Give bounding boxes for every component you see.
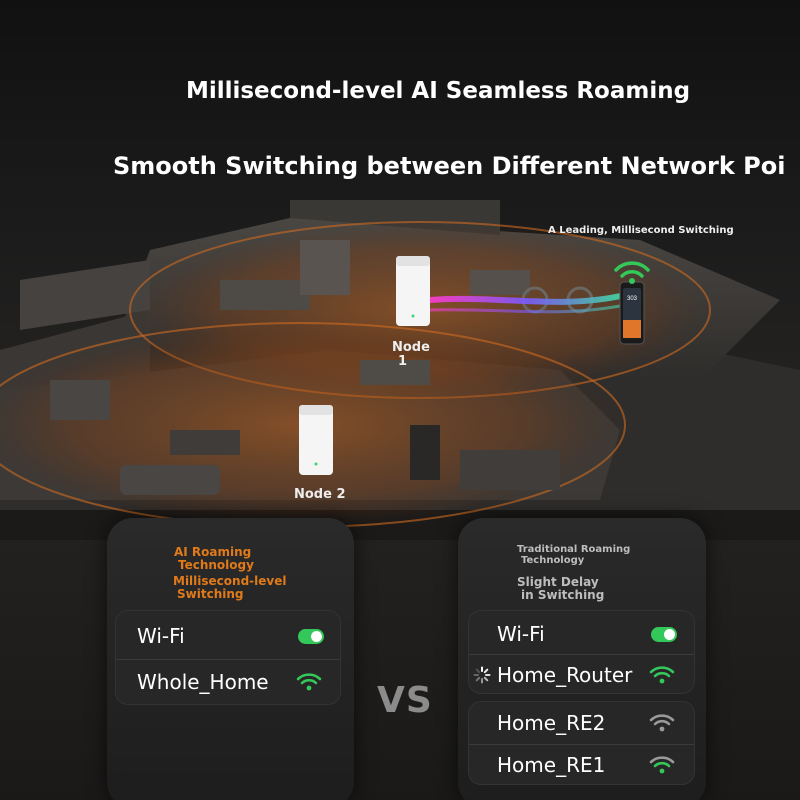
node-1-label-text: Node [392,340,430,355]
traditional-line4: in Switching [521,588,605,602]
vs-label: VS [377,680,433,721]
right-wifi-card: Wi-Fi Home_Router [468,610,695,694]
phone-device [619,281,645,345]
loading-spinner-icon [473,666,491,684]
traditional-line1: Traditional Roaming [517,544,631,555]
wifi-strong-icon [649,666,675,684]
wifi-signal-icon [614,261,650,284]
subtitle: Smooth Switching between Different Netwo… [113,152,786,180]
network-name: Whole_Home [137,669,269,694]
house-illustration: 303 [0,200,800,540]
wifi-label-right: Wi-Fi [497,622,545,646]
wifi-weak-icon [649,714,675,732]
left-wifi-card: Wi-Fi Whole_Home [115,610,341,705]
leading-switching-caption: A Leading, Millisecond Switching [548,225,734,236]
wifi-medium-icon [649,756,675,774]
ai-roaming-line4: Switching [177,587,244,601]
wifi-toggle-row[interactable]: Wi-Fi [116,614,340,658]
ai-roaming-line3: Millisecond-level [173,574,287,588]
ai-roaming-line2: Technology [178,558,254,572]
wifi-toggle-right[interactable] [651,627,677,642]
node-1-label: Node 1 [392,341,430,369]
wifi-strong-icon [296,673,322,691]
network-row-whole-home[interactable]: Whole_Home [116,659,340,703]
phone-screen-text: 303 [627,296,638,302]
ai-roaming-line1: AI Roaming [174,545,252,559]
node-2-label: Node 2 [294,487,346,502]
wifi-toggle[interactable] [298,629,324,644]
network-row-home-router[interactable]: Home_Router [469,654,694,694]
main-title: Millisecond-level AI Seamless Roaming [185,78,691,104]
network-name: Home_RE1 [497,752,606,777]
traditional-line3: Slight Delay [517,575,599,589]
wifi-toggle-row-right[interactable]: Wi-Fi [469,614,694,654]
node-1-device [396,256,430,326]
network-name: Home_RE2 [497,711,606,735]
node-2-device [299,405,333,475]
network-row-home-re1[interactable]: Home_RE1 [469,744,694,784]
traditional-line2: Technology [521,555,585,566]
network-row-home-re2[interactable]: Home_RE2 [469,703,694,743]
other-networks-card: Home_RE2 Home_RE1 [468,701,695,785]
node-1-number: 1 [398,354,408,369]
wifi-label: Wi-Fi [137,624,185,648]
network-name-connecting: Home_Router [497,662,633,687]
